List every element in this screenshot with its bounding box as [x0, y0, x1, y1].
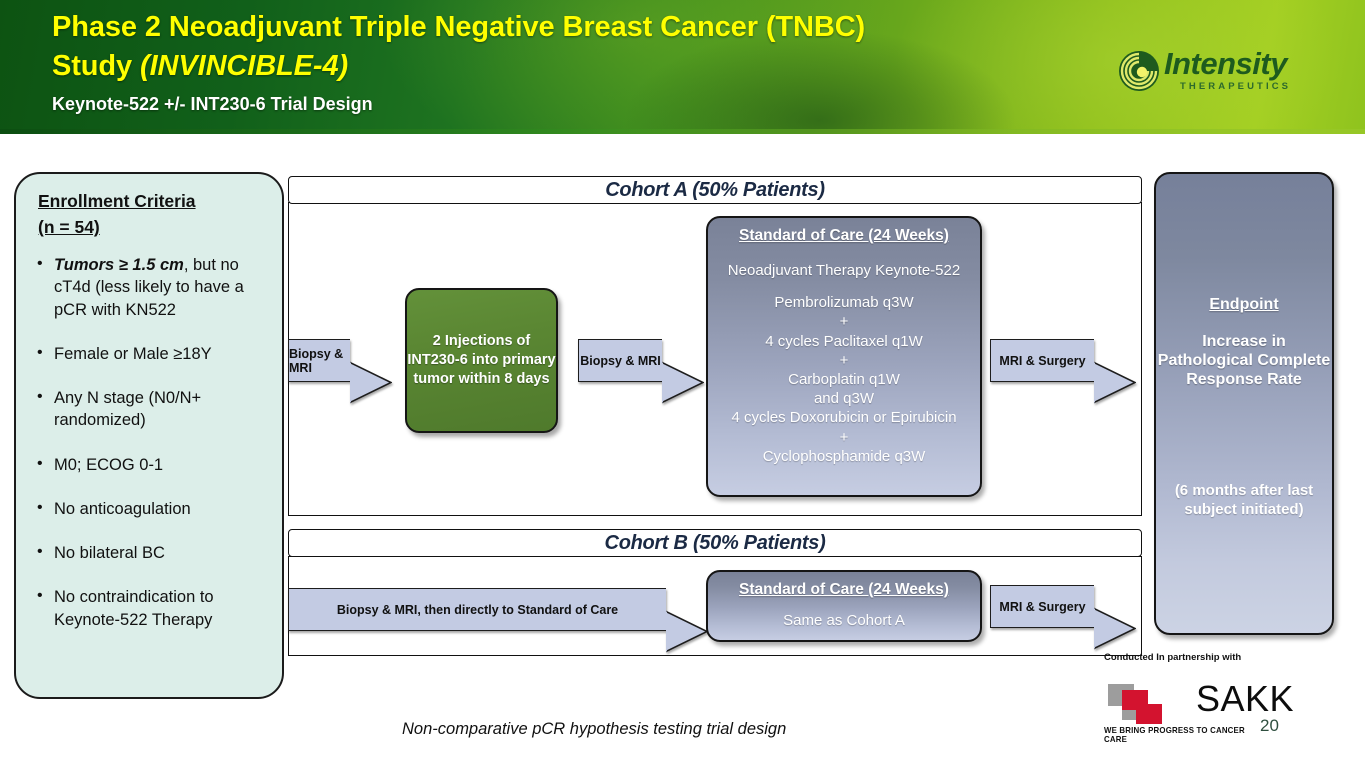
spiral-swirl-icon [1118, 50, 1160, 92]
standard-of-care-box-cohort-a: Standard of Care (24 Weeks) Neoadjuvant … [706, 216, 982, 497]
endpoint-box: Endpoint Increase in Pathological Comple… [1154, 172, 1334, 635]
slide-number: 20 [1260, 716, 1279, 735]
criteria-text: No contraindication to Keynote-522 Thera… [54, 588, 214, 629]
arrow-label: Biopsy & MRI [288, 339, 350, 382]
criteria-text: Female or Male ≥18Y [54, 344, 212, 363]
list-item: No bilateral BC [34, 541, 274, 564]
logo-wordmark: Intensity [1164, 46, 1287, 81]
soc-spacer [716, 280, 972, 293]
sakk-wordmark: SAKK [1196, 678, 1295, 719]
soc-line: + [839, 313, 849, 331]
enrollment-title-line2: (n = 54) [38, 217, 100, 238]
standard-of-care-box-cohort-b: Standard of Care (24 Weeks) Same as Coho… [706, 570, 982, 642]
partner-label: Conducted In partnership with [1104, 652, 1242, 663]
soc-title: Standard of Care (24 Weeks) [739, 581, 949, 598]
sakk-tagline: WE BRING PROGRESS TO CANCER CARE [1104, 726, 1245, 744]
soc-regimen-text: Same as Cohort A [783, 612, 905, 629]
page-title: Phase 2 Neoadjuvant Triple Negative Brea… [52, 8, 1062, 85]
page-subtitle: Keynote-522 +/- INT230-6 Trial Design [52, 94, 373, 114]
endpoint-title: Endpoint [1209, 296, 1279, 313]
soc-line: Neoadjuvant Therapy Keynote-522 [727, 262, 961, 279]
arrow-label: Biopsy & MRI [578, 339, 662, 382]
list-item: No anticoagulation [34, 497, 274, 520]
arrow-label: Biopsy & MRI, then directly to Standard … [288, 588, 666, 631]
criteria-text: No anticoagulation [54, 499, 191, 518]
slide-header-banner: Phase 2 Neoadjuvant Triple Negative Brea… [0, 0, 1365, 134]
arrow-mri-surgery-cohort-a: MRI & Surgery [990, 339, 1140, 403]
intensity-logo: Intensity THERAPEUTICS [1118, 46, 1318, 98]
page-title-line2-plain: Study [52, 49, 141, 82]
criteria-text: No bilateral BC [54, 544, 165, 563]
soc-line: Pembrolizumab q3W [774, 294, 914, 312]
enrollment-criteria-box: Enrollment Criteria (n = 54) Tumors ≥ 1.… [14, 172, 284, 699]
list-item: Female or Male ≥18Y [34, 342, 274, 365]
list-item: Any N stage (N0/N+ randomized) [34, 386, 274, 432]
criteria-text: , but no cT4d (less likely to have a pCR… [54, 256, 244, 319]
cohort-b-banner: Cohort B (50% Patients) [288, 529, 1142, 557]
enrollment-criteria-list: Tumors ≥ 1.5 cm, but no cT4d (less likel… [34, 253, 274, 653]
list-item: No contraindication to Keynote-522 Thera… [34, 585, 274, 631]
injection-box-label: 2 Injections of INT230-6 into primary tu… [407, 332, 556, 388]
enrollment-title-line1: Enrollment Criteria [38, 191, 196, 211]
footnote-text: Non-comparative pCR hypothesis testing t… [402, 720, 787, 738]
criteria-text: Any N stage (N0/N+ randomized) [54, 389, 202, 430]
list-item: Tumors ≥ 1.5 cm, but no cT4d (less likel… [34, 253, 274, 321]
logo-tagline: THERAPEUTICS [1180, 81, 1292, 92]
soc-line: 4 cycles Doxorubicin or Epirubicin [731, 409, 957, 427]
soc-title: Standard of Care (24 Weeks) [739, 227, 949, 244]
soc-line: + [839, 428, 849, 446]
arrow-biopsy-mri-entry: Biopsy & MRI [288, 339, 392, 403]
page-title-line1: Phase 2 Neoadjuvant Triple Negative Brea… [52, 11, 866, 43]
criteria-bold: Tumors ≥ 1.5 cm [54, 256, 184, 274]
soc-line: + [839, 351, 849, 369]
cohort-a-banner: Cohort A (50% Patients) [288, 176, 1142, 204]
enrollment-title: Enrollment Criteria (n = 54) [38, 188, 268, 241]
soc-line: Cyclophosphamide q3W [762, 447, 926, 465]
page-title-line2-italic: (INVINCIBLE-4) [140, 49, 349, 82]
list-item: M0; ECOG 0-1 [34, 453, 274, 476]
criteria-text: M0; ECOG 0-1 [54, 455, 164, 474]
injection-box-int230-6: 2 Injections of INT230-6 into primary tu… [405, 288, 558, 433]
soc-regimen-text: Neoadjuvant Therapy Keynote-522 Pembroli… [708, 261, 980, 466]
arrow-label: MRI & Surgery [990, 585, 1094, 628]
endpoint-note: (6 months after last subject initiated) [1174, 482, 1314, 518]
endpoint-main-text: Increase in Pathological Complete Respon… [1157, 333, 1331, 389]
soc-line: and q3W [813, 390, 875, 408]
arrow-biopsy-mri-direct-soc: Biopsy & MRI, then directly to Standard … [288, 588, 708, 652]
arrow-mri-surgery-cohort-b: MRI & Surgery [990, 585, 1140, 649]
arrow-biopsy-mri-second: Biopsy & MRI [578, 339, 704, 403]
soc-line: Carboplatin q1W [788, 370, 900, 388]
arrow-label: MRI & Surgery [990, 339, 1094, 382]
soc-line: 4 cycles Paclitaxel q1W [765, 332, 923, 350]
sakk-logo: SAKK WE BRING PROGRESS TO CANCER CARE [1100, 676, 1294, 750]
sakk-cross-icon [1108, 684, 1162, 724]
